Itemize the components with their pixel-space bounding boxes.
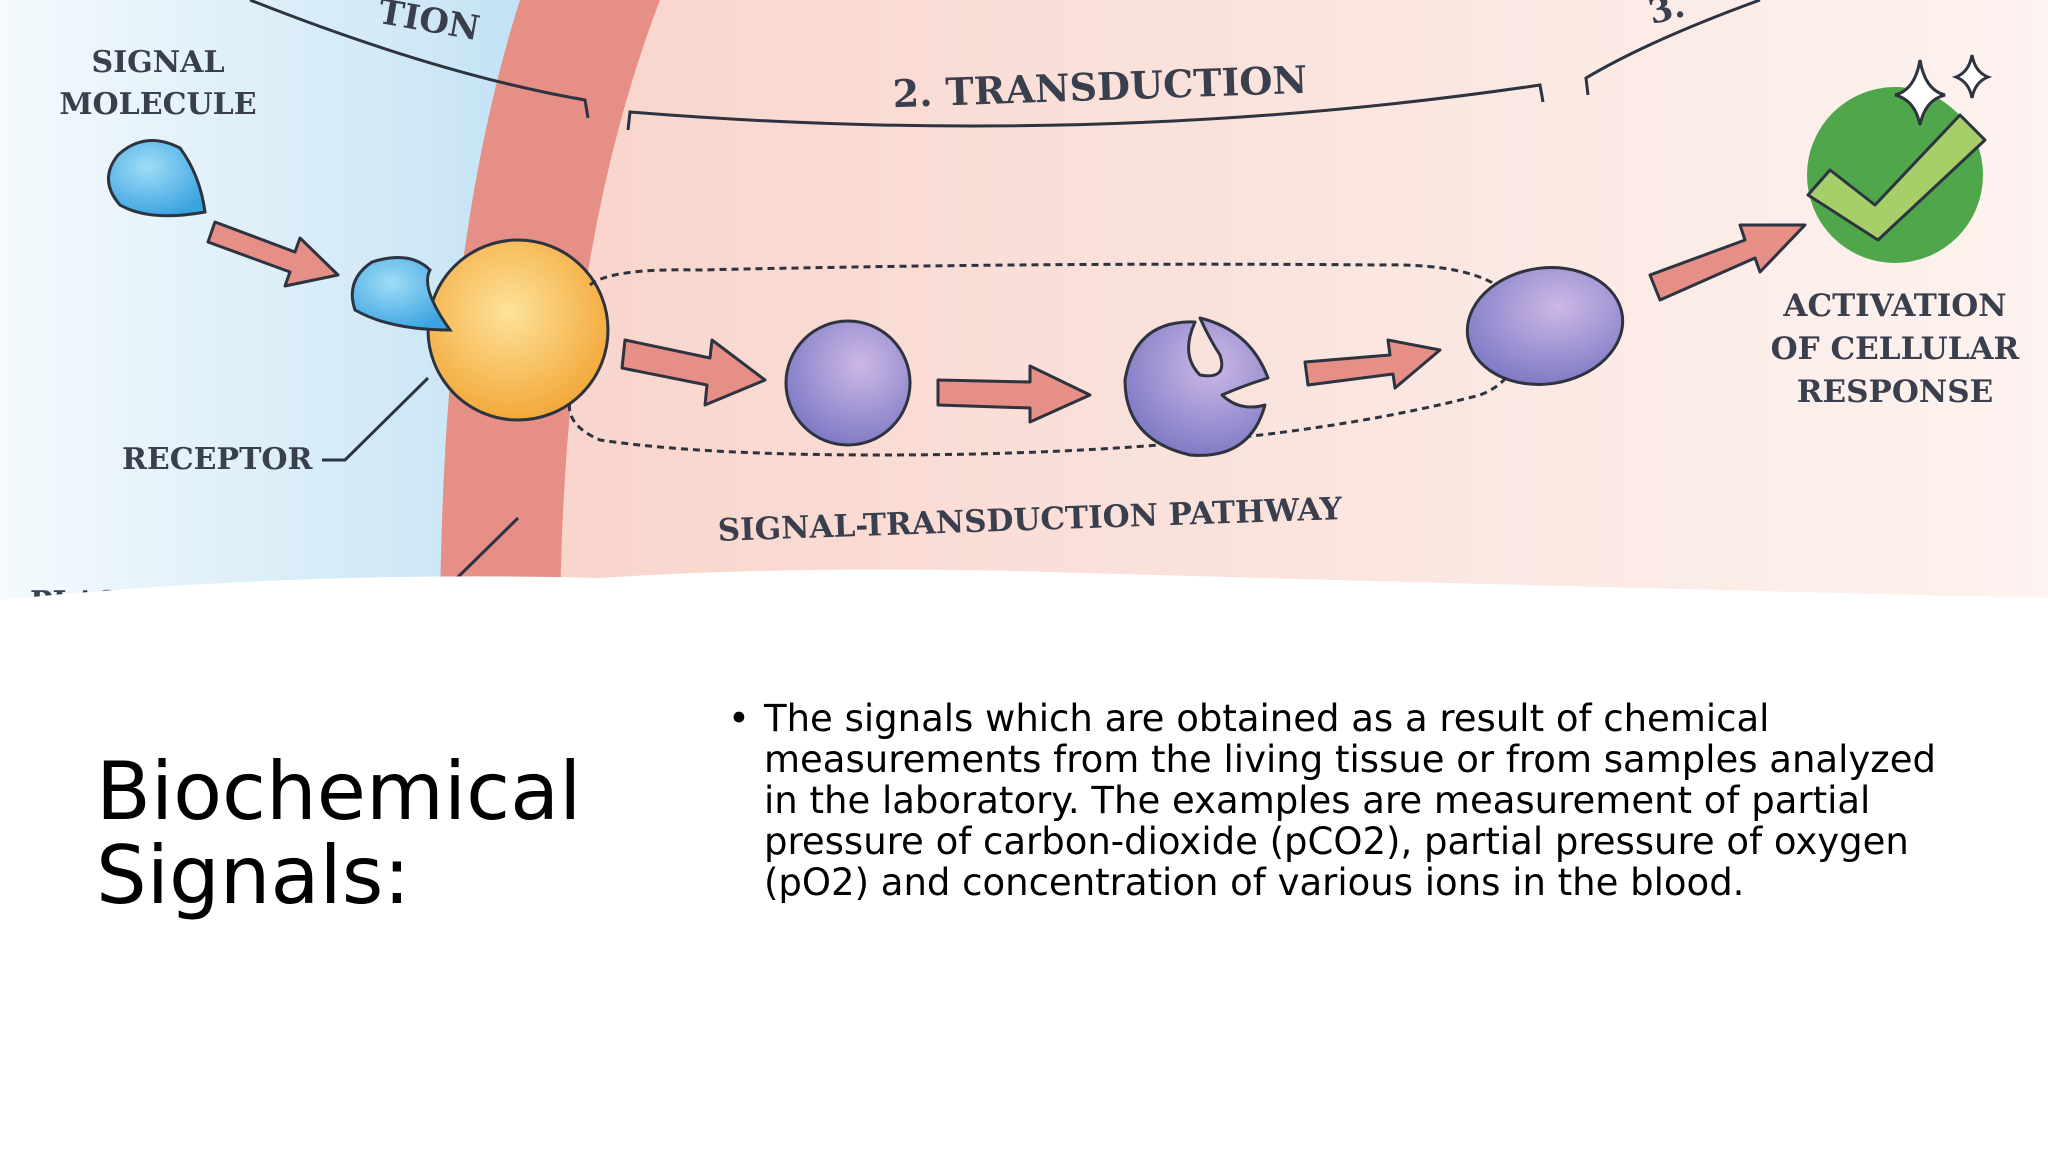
bullet-item: • The signals which are obtained as a re…: [720, 698, 1980, 903]
receptor-leader-line: [322, 376, 430, 462]
activation-label-2: OF CELLULAR: [1771, 331, 2020, 367]
cell-interior-background: [455, 0, 2048, 640]
signal-transduction-figure: TION SIGNAL MOLECULE 2. TRANSDUCTION 3. …: [0, 0, 2048, 640]
slide-title-line-1: Biochemical: [96, 745, 582, 838]
relay-protein-3: [1465, 266, 1625, 386]
pathway-outline: [567, 262, 1527, 457]
reception-bracket: [249, 0, 590, 119]
receptor: [426, 238, 610, 422]
arrow-to-response: [1648, 223, 1807, 302]
arrow-protein1-to-protein2: [936, 364, 1092, 424]
arrow-signal-to-receptor: [206, 220, 340, 288]
signal-molecule-drop: [107, 138, 207, 218]
bullet-list: • The signals which are obtained as a re…: [720, 698, 1980, 903]
membrane-leader-line: [453, 516, 520, 582]
figure-bottom-wave: [0, 569, 2048, 640]
bullet-dot: •: [728, 697, 750, 740]
sparkle-large-icon: [1894, 59, 1946, 126]
check-mark-icon: [1806, 113, 1987, 242]
arrow-receptor-to-protein1: [620, 338, 767, 407]
transduction-bracket: [626, 83, 1545, 131]
signal-molecule-label-2: MOLECULE: [59, 87, 256, 122]
signal-molecule-label-1: SIGNAL: [91, 45, 224, 80]
response-bracket: [1584, 0, 1761, 96]
arrow-protein2-to-protein3: [1303, 338, 1442, 390]
slide-title-line-2: Signals:: [96, 829, 411, 922]
relay-protein-1: [784, 319, 912, 447]
sparkle-small-icon: [1951, 54, 1993, 99]
activation-label-1: ACTIVATION: [1782, 288, 2006, 324]
bound-signal-molecule: [350, 256, 453, 332]
receptor-label: RECEPTOR: [122, 442, 314, 477]
activation-label-3: RESPONSE: [1797, 374, 1993, 410]
slide-title: Biochemical Signals:: [96, 750, 656, 918]
relay-protein-2: [1123, 316, 1270, 457]
bullet-text: The signals which are obtained as a resu…: [764, 697, 1936, 904]
